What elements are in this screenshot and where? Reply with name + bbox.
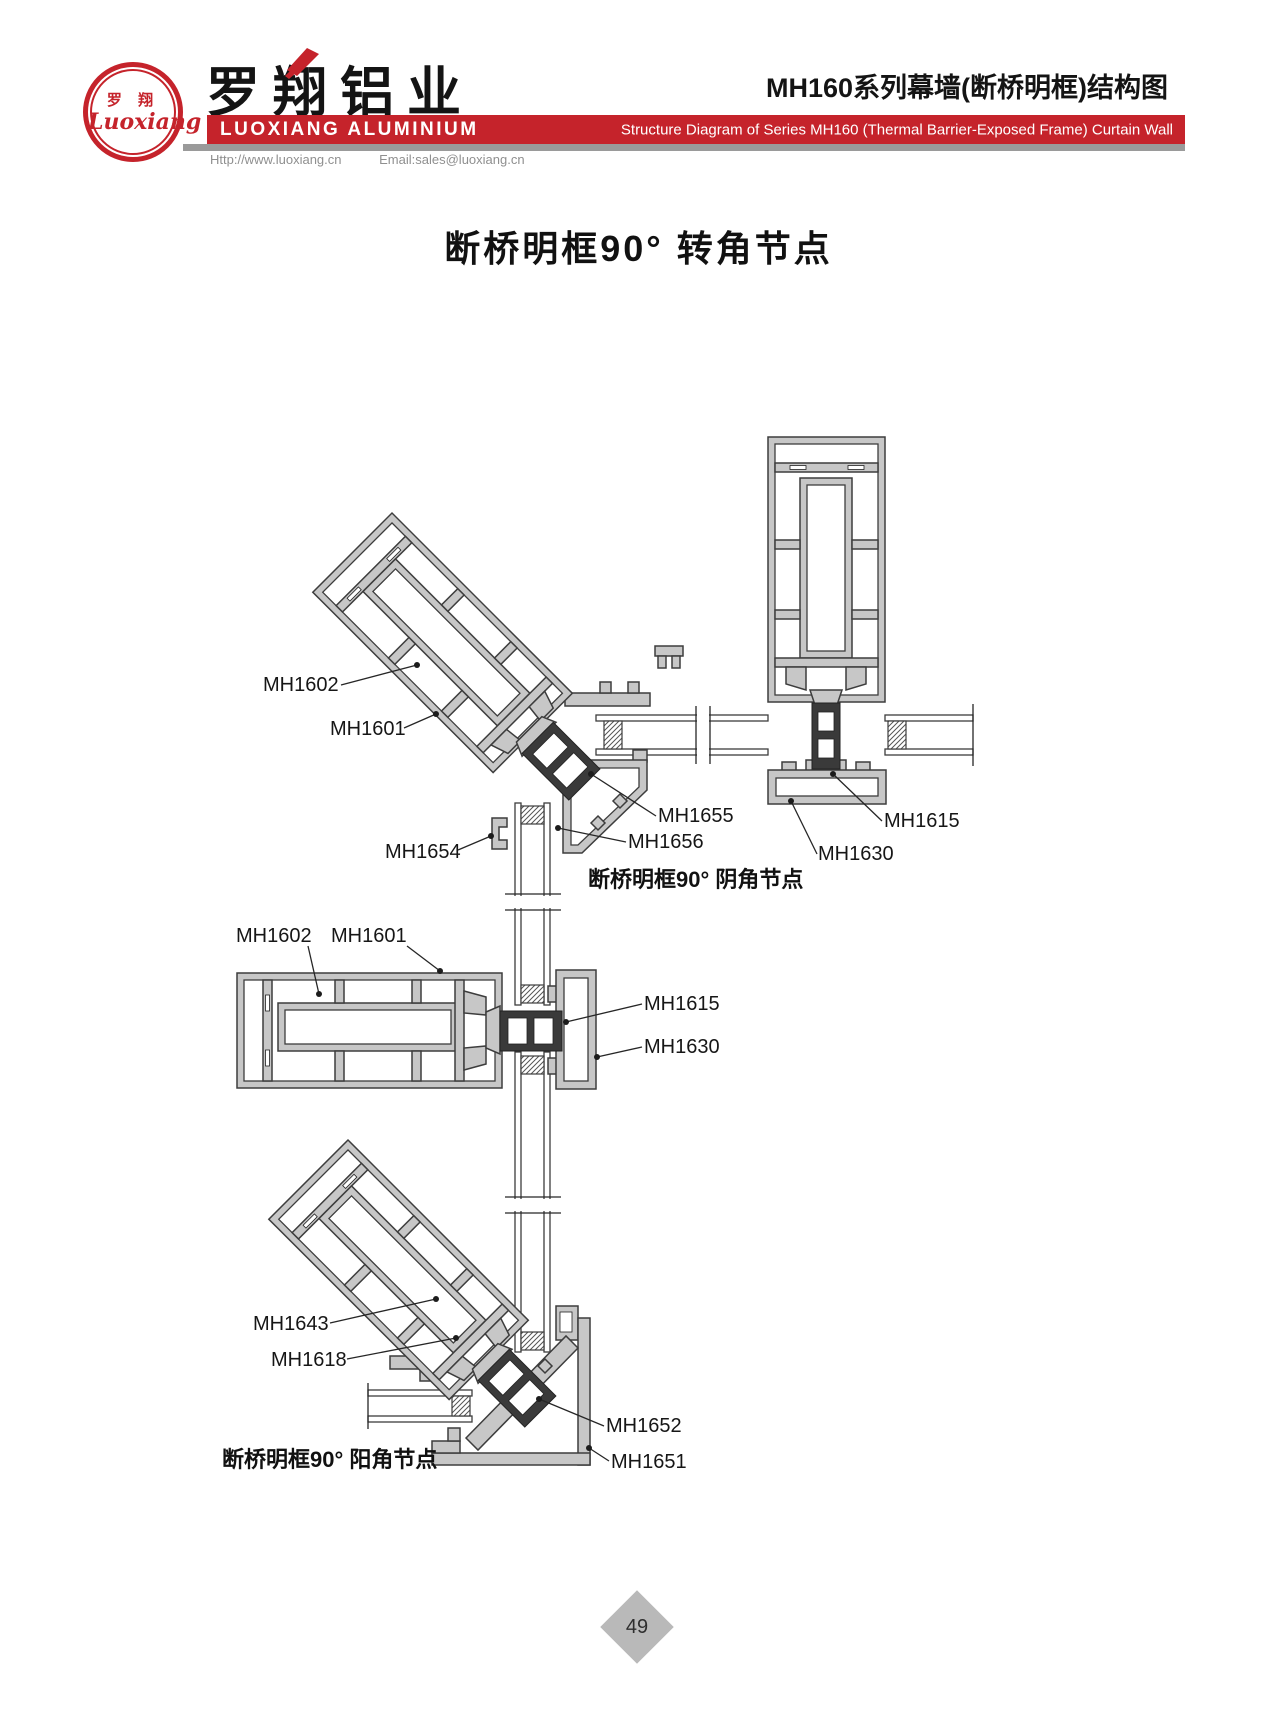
part-label-mh1630-top: MH1630 — [818, 843, 894, 865]
brand-name-en: LUOXIANG ALUMINIUM — [220, 118, 479, 140]
part-label-mh1602-mid: MH1602 — [236, 925, 312, 947]
header-red-band: LUOXIANG ALUMINIUM Structure Diagram of … — [207, 115, 1185, 144]
logo-inner-ring — [90, 69, 176, 155]
part-label-mh1655: MH1655 — [658, 805, 734, 827]
part-label-mh1654: MH1654 — [385, 841, 461, 863]
series-title-zh: MH160系列幕墙(断桥明框)结构图 — [765, 73, 1168, 103]
top-cap-mh1630 — [767, 759, 887, 805]
part-label-mh1615-top: MH1615 — [884, 810, 960, 832]
page-number: 49 — [625, 1615, 649, 1638]
inner-corner-glazing-arms — [564, 645, 684, 707]
series-title-en: Structure Diagram of Series MH160 (Therm… — [620, 121, 1173, 138]
leader-lines — [307, 662, 883, 1462]
middle-horizontal-mullion — [236, 972, 563, 1089]
part-label-mh1601-top: MH1601 — [330, 718, 406, 740]
part-label-mh1643: MH1643 — [253, 1313, 329, 1335]
part-label-mh1615-mid: MH1615 — [644, 993, 720, 1015]
part-label-mh1656: MH1656 — [628, 831, 704, 853]
inner-corner-caption: 断桥明框90° 阴角节点 — [588, 867, 804, 892]
top-left-diagonal-mullion — [311, 511, 601, 801]
part-label-mh1630-mid: MH1630 — [644, 1036, 720, 1058]
swoosh-icon — [285, 48, 319, 79]
bottom-left-diagonal-mullion — [267, 1138, 557, 1428]
brand-name-zh: 罗翔铝业 — [206, 63, 474, 123]
inner-corner-piece-mh1655-mh1656 — [562, 749, 648, 854]
page-title: 断桥明框90° 转角节点 — [444, 228, 833, 269]
part-label-mh1618: MH1618 — [271, 1349, 347, 1371]
luoxiang-logo-icon: 罗 翔 Luoxiang — [83, 62, 201, 162]
contact-line: Http://www.luoxiang.cn Email:sales@luoxi… — [210, 152, 559, 167]
website-link[interactable]: Http://www.luoxiang.cn — [210, 152, 342, 167]
outer-corner-caption: 断桥明框90° 阳角节点 — [222, 1447, 438, 1472]
header-divider — [183, 144, 1185, 151]
glass-panels — [367, 704, 974, 1429]
top-right-vertical-mullion — [767, 436, 886, 770]
mh1654-piece — [491, 817, 508, 850]
middle-cap-mh1630 — [545, 969, 597, 1090]
part-label-mh1602-top: MH1602 — [263, 674, 339, 696]
part-label-mh1651: MH1651 — [611, 1451, 687, 1473]
page-number-badge: 49 — [600, 1590, 674, 1664]
logo-zh-text: 罗 翔 — [106, 92, 160, 109]
part-label-mh1652: MH1652 — [606, 1415, 682, 1437]
email-link[interactable]: Email:sales@luoxiang.cn — [379, 152, 525, 167]
part-label-mh1601-mid: MH1601 — [331, 925, 407, 947]
